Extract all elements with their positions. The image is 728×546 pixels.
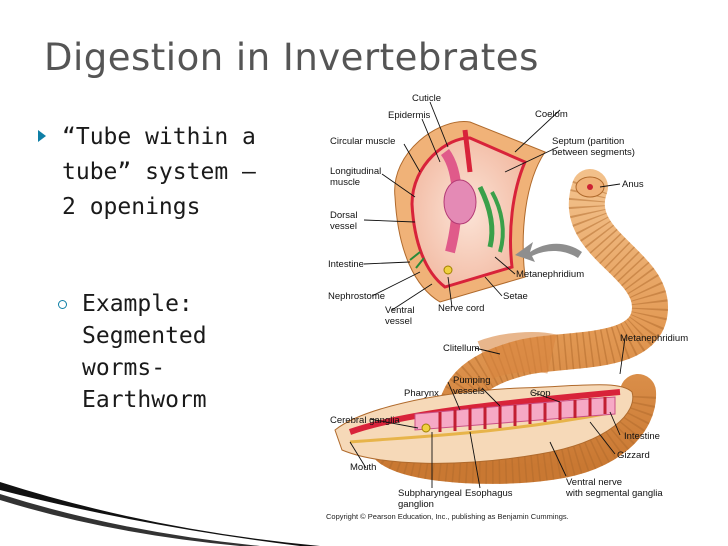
sub-bullet-text: Example: Segmented worms- Earthworm [82, 291, 207, 413]
label-ventral-vessel-line1: Ventral [385, 305, 415, 316]
slide-swoosh-decoration [0, 482, 320, 546]
label-esophagus: Esophagus [465, 488, 513, 499]
clitellum [477, 332, 557, 379]
label-setae: Setae [503, 291, 528, 302]
label-intestine-bottom: Intestine [624, 431, 660, 442]
label-pumping-line1: Pumping [453, 375, 491, 386]
label-subpharyngeal-line2: ganglion [398, 499, 434, 510]
copyright-notice: Copyright © Pearson Education, Inc., pub… [326, 512, 569, 521]
label-dorsal-line1: Dorsal [330, 210, 357, 221]
label-pharynx: Pharynx [404, 388, 439, 399]
label-metanephridium-top: Metanephridium [516, 269, 584, 280]
label-cuticle: Cuticle [412, 93, 441, 104]
label-nerve-cord: Nerve cord [438, 303, 484, 314]
label-metanephridium-right: Metanephridium [620, 333, 688, 344]
label-nephrostome: Nephrostome [328, 291, 385, 302]
label-intestine-top: Intestine [328, 259, 364, 270]
label-crop: Crop [530, 388, 551, 399]
label-anus: Anus [622, 179, 644, 190]
cross-section [394, 121, 546, 303]
label-longitudinal-line1: Longitudinal [330, 166, 381, 177]
bullet-text: “Tube within a tube” system – 2 openings [62, 124, 256, 220]
label-clitellum: Clitellum [443, 343, 480, 354]
label-subpharyngeal-line1: Subpharyngeal [398, 488, 462, 499]
label-ventral-nerve-line1: Ventral nerve [566, 477, 622, 488]
zoom-arrow-icon [515, 242, 582, 262]
label-longitudinal-line2: muscle [330, 177, 360, 188]
label-cerebral-ganglia: Cerebral ganglia [330, 415, 400, 426]
label-dorsal-line2: vessel [330, 221, 357, 232]
label-mouth: Mouth [350, 462, 376, 473]
label-pumping-line2: vessels [453, 386, 485, 397]
label-epidermis: Epidermis [388, 110, 430, 121]
bullet-point: “Tube within a tube” system – 2 openings [38, 120, 298, 225]
label-septum-line1: Septum (partition [552, 136, 624, 147]
slide-title: Digestion in Invertebrates [44, 36, 539, 79]
label-leader-lines [349, 101, 626, 489]
sub-bullet-point: Example: Segmented worms- Earthworm [58, 288, 288, 416]
diagram-labels: Cuticle Epidermis Coelom Circular muscle… [326, 93, 688, 521]
label-septum-line2: between segments) [552, 147, 635, 158]
label-circular-muscle: Circular muscle [330, 136, 395, 147]
label-coelom: Coelom [535, 109, 568, 120]
label-ventral-vessel-line2: vessel [385, 316, 412, 327]
digestive-tract-cutaway [334, 384, 634, 464]
sub-bullet-circle-icon [58, 300, 67, 309]
label-ventral-nerve-line2: with segmental ganglia [565, 488, 663, 499]
earthworm-diagram: Cuticle Epidermis Coelom Circular muscle… [326, 93, 688, 521]
bullet-arrow-icon [38, 130, 46, 142]
label-gizzard: Gizzard [617, 450, 650, 461]
